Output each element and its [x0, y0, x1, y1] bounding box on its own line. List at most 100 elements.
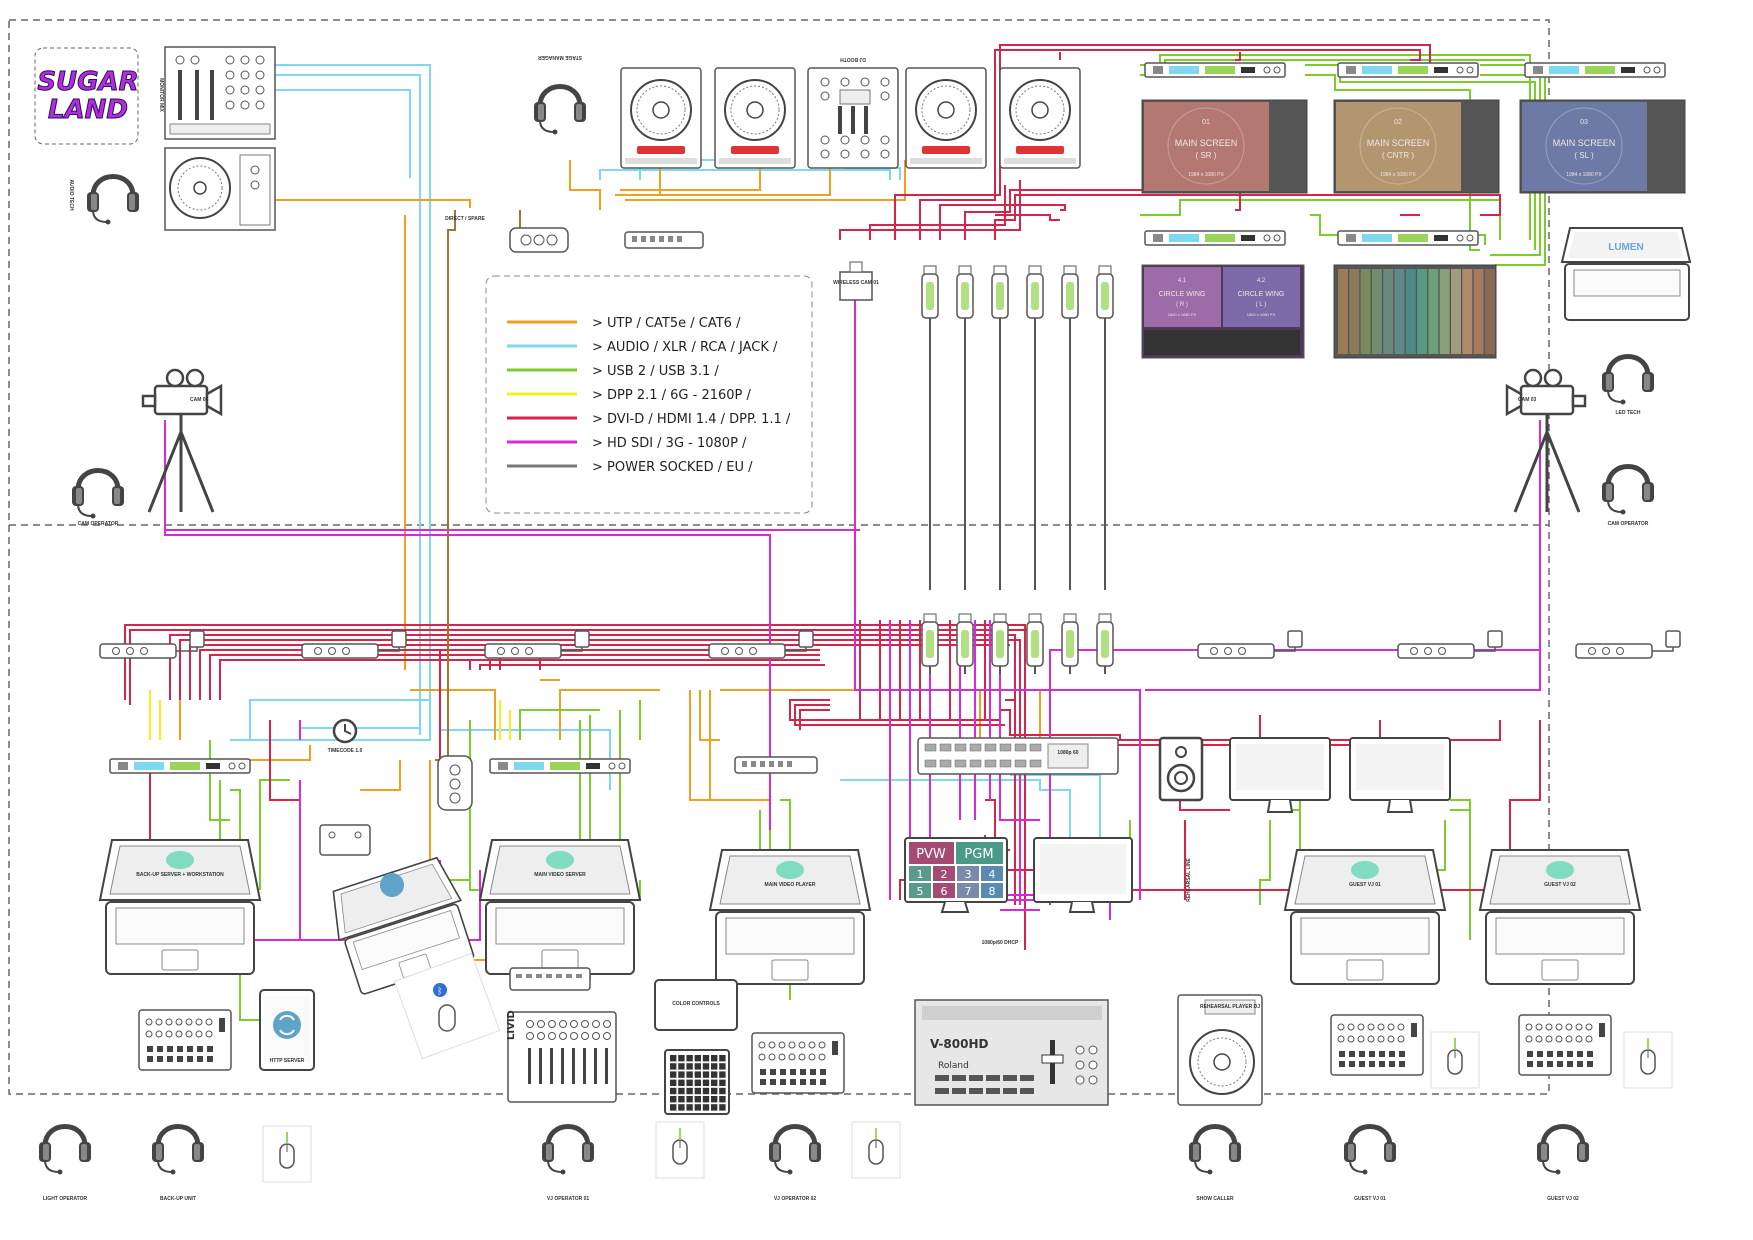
bluetooth-mouse: ᛒ [393, 952, 501, 1060]
stage-manager-label: STAGE MANAGER [538, 54, 582, 60]
mouse-4 [1430, 1031, 1480, 1089]
wing-title: CIRCLE WING [1238, 291, 1285, 298]
led-tile [1349, 269, 1360, 354]
led-tech-headphones-icon [1602, 357, 1654, 405]
backup-rack-unit [109, 758, 251, 774]
outer-frame [8, 19, 1550, 1095]
wing-number: 4.1 [1178, 278, 1187, 284]
pad [702, 1055, 710, 1062]
mv-channel-number: 2 [941, 868, 948, 881]
pad [686, 1079, 693, 1086]
pad [670, 1063, 677, 1070]
screen-content [1144, 102, 1269, 191]
monitor-screen-1 [1229, 737, 1331, 813]
wing-side: ( R ) [1176, 302, 1188, 308]
operator-label: VJ OPERATOR 01 [547, 1196, 590, 1202]
resolume-logo-icon [1546, 861, 1574, 879]
screen-side: ( SR ) [1196, 151, 1217, 160]
cam-operator-left-label: CAM OPERATOR [78, 521, 119, 527]
headphones-icon [1189, 1127, 1241, 1175]
vj-02-midi-controller [751, 1032, 845, 1094]
screen-guide-circle [1545, 107, 1623, 185]
cam-03-camera-icon [1505, 368, 1587, 514]
legend-label: > UTP / CAT5e / CAT6 / [592, 316, 741, 331]
legend-label: > HD SDI / 3G - 1080P / [592, 436, 747, 451]
led-tile [1383, 269, 1394, 354]
color-controls-device: COLOR CONTROLS [654, 979, 738, 1031]
mv-channel-number: 7 [965, 885, 972, 898]
mv-channel-number: 6 [941, 885, 948, 898]
monitor-screen-2 [1349, 737, 1451, 813]
dj-network-switch [624, 231, 704, 249]
headphones-icon [769, 1127, 821, 1175]
wing-side: ( L ) [1256, 302, 1266, 308]
operator-label: VJ OPERATOR 02 [774, 1196, 817, 1202]
pad [711, 1087, 718, 1095]
led-tile [1417, 269, 1428, 354]
screen-side: ( CNTR ) [1382, 151, 1414, 160]
screen-content [1336, 102, 1461, 191]
rehearsal-player-cdj [1177, 994, 1263, 1106]
led-tile [1451, 269, 1461, 354]
mv-channel-number: 3 [965, 868, 972, 881]
wing-title: CIRCLE WING [1159, 291, 1206, 298]
fader-strip [509, 967, 591, 991]
legend-label: > POWER SOCKED / EU / [592, 460, 753, 475]
monitor-mixer [164, 46, 276, 140]
led-tile [1473, 269, 1484, 354]
pad [719, 1079, 726, 1086]
screen-resolution: 1984 x 1080 PX [1380, 172, 1416, 178]
pad [702, 1079, 710, 1086]
led-tile [1428, 269, 1439, 354]
pad [670, 1087, 677, 1095]
headphones-icon [1344, 1127, 1396, 1175]
pad [686, 1096, 693, 1103]
top-signal-splitters [921, 265, 1114, 327]
legend-label: > AUDIO / XLR / RCA / JACK / [592, 340, 778, 355]
http-server-label: HTTP SERVER [270, 1058, 305, 1064]
main-network-switch [734, 756, 818, 774]
pad [711, 1071, 718, 1078]
led-tile [1484, 269, 1495, 354]
legend-label: > DPP 2.1 / 6G - 2160P / [592, 388, 752, 403]
mv-channel-tile [909, 883, 931, 898]
mv-channel-tile [933, 883, 955, 898]
pad [719, 1104, 726, 1111]
operator-label: GUEST VJ 01 [1354, 1196, 1386, 1202]
legend-label: > DVI-D / HDMI 1.4 / DPP. 1.1 / [592, 412, 791, 427]
pad [686, 1104, 693, 1111]
pad [694, 1071, 701, 1078]
pad [711, 1079, 718, 1086]
led-tile [1360, 269, 1371, 354]
di-box-vertical [437, 755, 473, 811]
pad [670, 1096, 677, 1103]
guest-01-midi-controller [1330, 1014, 1424, 1076]
logo-text-bottom: LAND [48, 95, 128, 125]
wing-number: 4.2 [1257, 278, 1266, 284]
screen-title: MAIN SCREEN [1553, 138, 1616, 148]
wireless-cam-receiver [839, 261, 873, 301]
pad [678, 1087, 685, 1095]
dj-deck-controller [164, 147, 276, 231]
pad [670, 1104, 677, 1111]
headphones-icon [152, 1127, 204, 1175]
wing-resolution: 1800 x 1080 PX [1168, 312, 1197, 317]
pad [678, 1096, 685, 1103]
dj-booth-label: DJ BOOTH [840, 56, 866, 62]
mv-channel-tile [957, 866, 979, 881]
pad [686, 1055, 693, 1062]
cam-operator-right-label: CAM OPERATOR [1608, 521, 1649, 527]
pad [702, 1087, 710, 1095]
matrix-switcher: 1080p 60 [917, 737, 1119, 775]
color-controls-label: COLOR CONTROLS [672, 1001, 720, 1007]
pad [678, 1071, 685, 1078]
dj-booth [620, 67, 1081, 169]
mv-channel-tile [933, 866, 955, 881]
cam-02-camera-icon [141, 368, 223, 514]
mouse-5 [1623, 1031, 1673, 1089]
pad [694, 1055, 701, 1062]
mouse-3 [851, 1121, 901, 1179]
guest-02-midi-controller [1518, 1014, 1612, 1076]
resolume-logo-icon [776, 861, 804, 879]
